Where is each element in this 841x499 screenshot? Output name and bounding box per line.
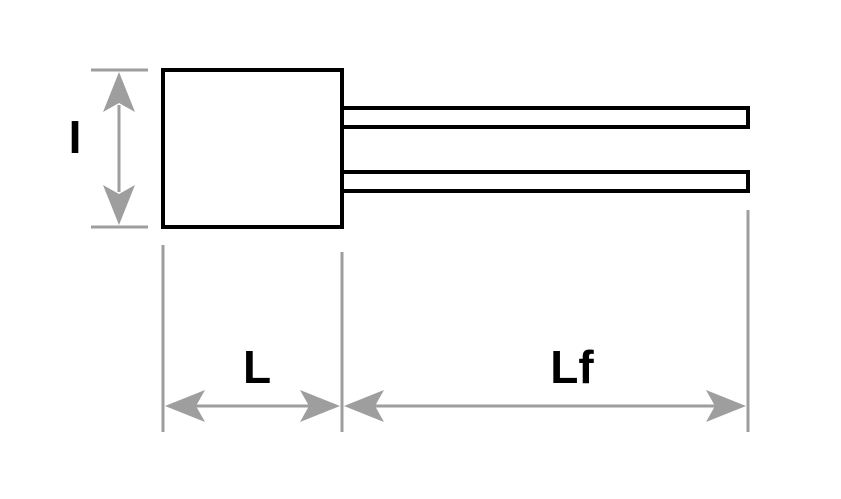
lead-length-arrow-left xyxy=(344,390,384,422)
lead-length-label: Lf xyxy=(550,341,594,393)
lead-length-arrow-right xyxy=(706,390,746,422)
dimension-lines xyxy=(91,68,750,432)
body-length-arrow-left xyxy=(165,390,205,422)
height-label: I xyxy=(69,111,82,163)
body-length-arrow-right xyxy=(300,390,340,422)
height-arrow-up xyxy=(103,72,135,112)
body-length-label: L xyxy=(243,341,271,393)
component-body xyxy=(161,68,344,229)
height-arrow-down xyxy=(103,185,135,225)
lower-lead xyxy=(340,170,750,193)
upper-lead xyxy=(340,106,750,129)
